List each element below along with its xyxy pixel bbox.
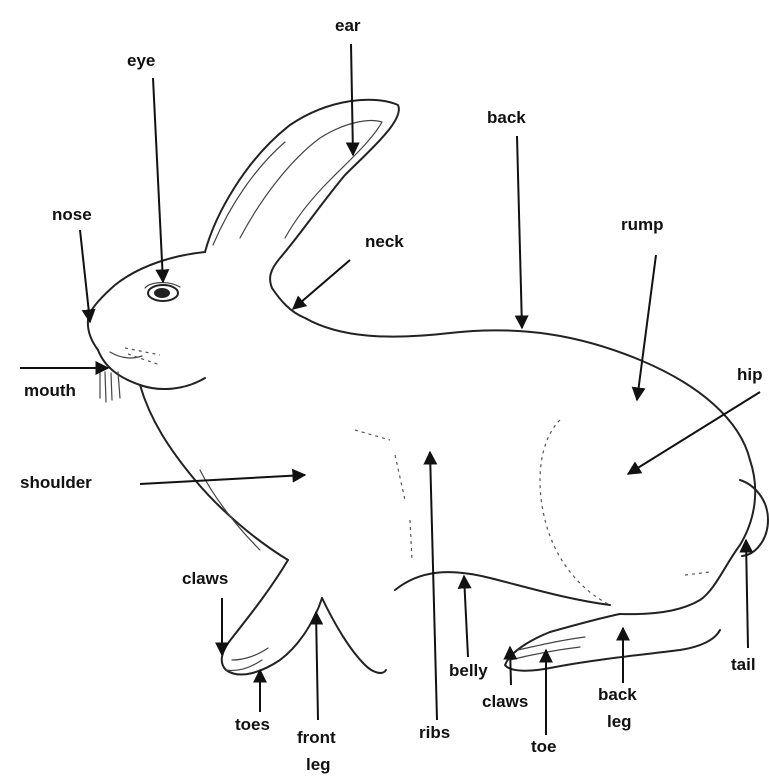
pointer-back — [517, 136, 522, 328]
front-leg-back — [322, 598, 386, 673]
whisker-dots — [125, 348, 160, 365]
hip-detail — [685, 572, 710, 575]
hind-leg-outline — [620, 460, 755, 614]
front-leg-outline — [222, 560, 322, 675]
pointer-claws-back — [510, 647, 511, 685]
head-back-outline — [272, 288, 750, 460]
ear-outline — [205, 100, 399, 288]
label-hip: hip — [737, 365, 763, 384]
tail-outline — [740, 480, 768, 556]
label-shoulder: shoulder — [20, 473, 92, 492]
pointer-eye — [153, 78, 163, 282]
label-toes: toes — [235, 715, 270, 734]
label-claws-back: claws — [482, 692, 528, 711]
label-back: back — [487, 108, 526, 127]
chest-inner — [200, 470, 260, 550]
label-back-leg-line1: back — [598, 685, 637, 704]
pointer-ear — [351, 44, 353, 155]
front-paw-toes — [226, 648, 268, 671]
ear-inner — [240, 121, 382, 238]
labels: ear eye back nose neck rump mouth hip sh… — [20, 16, 763, 774]
hind-toes — [510, 637, 585, 660]
pointer-nose — [80, 230, 90, 322]
pointer-lines — [20, 44, 760, 735]
whiskers — [100, 370, 120, 402]
label-tail: tail — [731, 655, 756, 674]
pointer-belly — [464, 576, 468, 657]
belly-outline — [395, 572, 610, 605]
label-ribs: ribs — [419, 723, 450, 742]
label-front-leg-line1: front — [297, 728, 336, 747]
rabbit-illustration — [88, 100, 768, 675]
muzzle-outline — [98, 350, 205, 389]
ear-back-edge — [213, 142, 285, 245]
pointer-hip — [628, 392, 760, 474]
label-ear: ear — [335, 16, 361, 35]
pointer-neck — [293, 260, 350, 309]
pointer-ribs — [430, 452, 437, 720]
label-rump: rump — [621, 215, 664, 234]
label-back-leg-line2: leg — [607, 712, 632, 731]
label-belly: belly — [449, 661, 488, 680]
label-claws-front: claws — [182, 569, 228, 588]
label-mouth: mouth — [24, 381, 76, 400]
pointer-shoulder — [140, 475, 305, 484]
label-neck: neck — [365, 232, 404, 251]
chest-outline — [140, 385, 288, 560]
label-nose: nose — [52, 205, 92, 224]
pointer-front-leg — [316, 612, 318, 720]
label-toe: toe — [531, 737, 557, 756]
pointer-rump — [637, 255, 656, 400]
label-front-leg-line2: leg — [306, 755, 331, 774]
shoulder-detail — [355, 430, 412, 560]
label-eye: eye — [127, 51, 155, 70]
thigh-outline — [540, 420, 610, 605]
eye-pupil — [154, 288, 170, 298]
hind-foot-outline — [505, 614, 720, 671]
head-front-outline — [88, 252, 205, 350]
pointer-tail — [746, 540, 748, 648]
